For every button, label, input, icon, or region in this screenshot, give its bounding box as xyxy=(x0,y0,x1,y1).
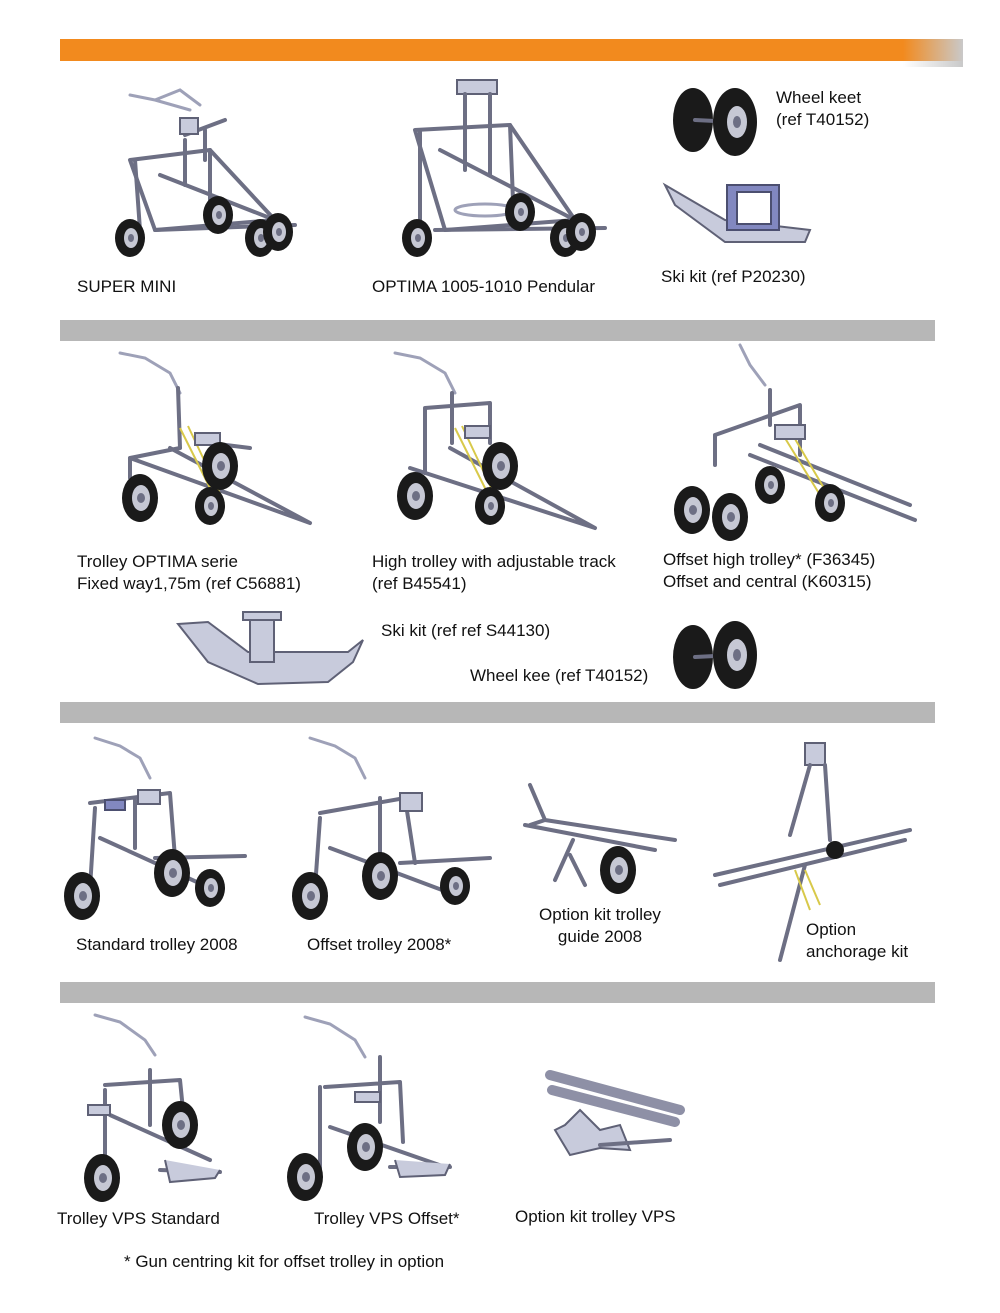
super-mini-illustration xyxy=(115,88,297,257)
ski-kit-2-illustration xyxy=(176,611,364,686)
trolley-optima-illustration xyxy=(118,351,312,525)
ski-kit-2-label-line-1: Ski kit (ref ref S44130) xyxy=(381,621,551,640)
ski-kit-label: Ski kit (ref P20230) xyxy=(661,266,806,288)
super-mini-label-line-1: SUPER MINI xyxy=(77,277,177,296)
trolley-vps-standard-label-line-1: Trolley VPS Standard xyxy=(57,1209,220,1228)
offset-high-trolley-label: Offset high trolley* (F36345) Offset and… xyxy=(663,549,875,593)
offset-high-trolley-label-line-2: Offset and central (K60315) xyxy=(663,572,872,591)
optima-pendular-label-line-1: OPTIMA 1005-1010 Pendular xyxy=(372,277,596,296)
header-accent-bar xyxy=(60,39,963,67)
option-kit-vps-label: Option kit trolley VPS xyxy=(515,1206,676,1228)
wheel-keet-label-line-2: (ref T40152) xyxy=(776,110,870,129)
footnote: * Gun centring kit for offset trolley in… xyxy=(124,1252,445,1271)
option-kit-guide-label: Option kit trolley guide 2008 xyxy=(520,904,680,948)
high-trolley-label-line-1: High trolley with adjustable track xyxy=(372,552,616,571)
offset-trolley-2008-illustration xyxy=(292,736,492,920)
trolley-vps-offset-illustration xyxy=(287,1015,452,1201)
standard-trolley-2008-label: Standard trolley 2008 xyxy=(76,934,238,956)
trolley-optima-label-line-1: Trolley OPTIMA serie xyxy=(77,552,238,571)
option-kit-vps-illustration xyxy=(545,1070,685,1157)
trolley-vps-standard-illustration xyxy=(84,1013,222,1202)
optima-pendular-illustration xyxy=(402,79,607,257)
ski-kit-2-label: Ski kit (ref ref S44130) xyxy=(381,620,550,642)
trolley-vps-offset-label: Trolley VPS Offset* xyxy=(314,1208,460,1230)
option-kit-guide-label-line-1: Option kit trolley xyxy=(539,905,661,924)
trolley-optima-label-line-2: Fixed way1,75m (ref C56881) xyxy=(77,574,301,593)
standard-trolley-2008-label-line-1: Standard trolley 2008 xyxy=(76,935,238,954)
high-trolley-label-line-2: (ref B45541) xyxy=(372,574,467,593)
section-divider-3 xyxy=(60,982,935,1003)
high-trolley-illustration xyxy=(393,351,597,530)
wheel-kee-label: Wheel kee (ref T40152) xyxy=(470,665,648,687)
standard-trolley-2008-illustration xyxy=(64,736,247,920)
super-mini-label: SUPER MINI xyxy=(77,276,176,298)
option-anchorage-label-line-2: anchorage kit xyxy=(806,942,909,961)
wheel-keet-illustration xyxy=(673,88,757,156)
option-kit-vps-label-line-1: Option kit trolley VPS xyxy=(515,1207,676,1226)
wheel-keet-label: Wheel keet (ref T40152) xyxy=(776,87,869,131)
trolley-vps-offset-label-line-1: Trolley VPS Offset* xyxy=(314,1209,460,1228)
section-divider-2 xyxy=(60,702,935,723)
offset-high-trolley-label-line-1: Offset high trolley* (F36345) xyxy=(663,550,876,569)
option-anchorage-label: Option anchorage kit xyxy=(806,919,908,963)
trolley-optima-label: Trolley OPTIMA serie Fixed way1,75m (ref… xyxy=(77,551,301,595)
trolley-vps-standard-label: Trolley VPS Standard xyxy=(57,1208,220,1230)
high-trolley-label: High trolley with adjustable track (ref … xyxy=(372,551,616,595)
ski-kit-illustration xyxy=(662,182,812,243)
offset-high-trolley-illustration xyxy=(674,343,917,541)
offset-trolley-2008-label-line-1: Offset trolley 2008* xyxy=(307,935,452,954)
option-kit-guide-label-line-2: guide 2008 xyxy=(557,927,643,946)
option-anchorage-illustration xyxy=(713,742,912,962)
offset-trolley-2008-label: Offset trolley 2008* xyxy=(307,934,451,956)
wheel-keet-label-line-1: Wheel keet xyxy=(776,88,862,107)
option-kit-guide-illustration xyxy=(523,783,677,894)
optima-pendular-label: OPTIMA 1005-1010 Pendular xyxy=(372,276,595,298)
wheel-kee-label-line-1: Wheel kee (ref T40152) xyxy=(470,666,649,685)
option-anchorage-label-line-1: Option xyxy=(806,920,857,939)
section-divider-1 xyxy=(60,320,935,341)
ski-kit-label-line-1: Ski kit (ref P20230) xyxy=(661,267,806,286)
wheel-kee-illustration xyxy=(673,621,757,689)
